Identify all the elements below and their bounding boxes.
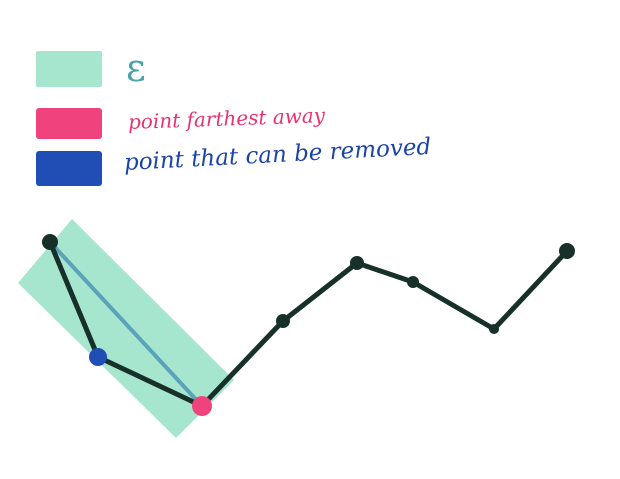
polyline-node <box>276 314 290 328</box>
simplification-segment <box>48 240 204 408</box>
polyline-node <box>42 234 58 250</box>
polyline-node <box>350 256 364 270</box>
polyline-node <box>489 324 499 334</box>
epsilon-legend-swatch <box>36 51 102 87</box>
farthest-point-legend-swatch <box>36 108 102 139</box>
epsilon-legend-label: ε <box>126 46 146 90</box>
removable-point-legend-swatch <box>36 151 102 186</box>
polyline-node <box>407 276 419 288</box>
removable-point <box>89 348 107 366</box>
polyline-node <box>559 243 575 259</box>
polyline-path <box>47 239 570 409</box>
farthest-point <box>192 396 212 416</box>
